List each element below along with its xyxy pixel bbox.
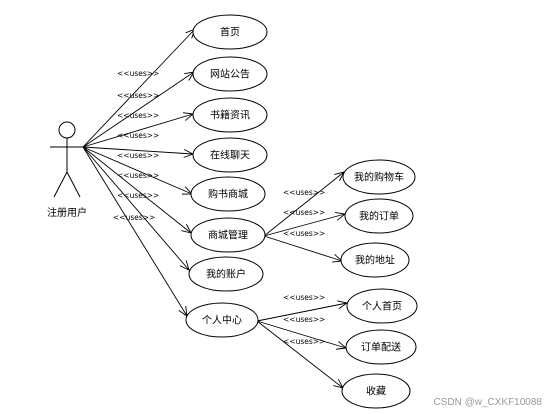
association-center-delivery [256,320,347,349]
actor-left-leg [53,171,68,198]
association-actor-books [82,113,194,148]
association-actor-center [82,146,188,317]
stereotype-label-address: <<uses>> [283,229,325,238]
association-manage-cart [263,171,345,237]
association-center-profile [256,302,348,322]
use-case-address [340,242,410,278]
stereotype-label-account: <<uses>> [117,191,159,200]
use-case-announce-label: 网站公告 [210,68,250,81]
stereotype-label-chat: <<uses>> [117,131,159,140]
association-actor-home [82,28,196,148]
actor-figure [50,121,84,198]
use-case-profile-label: 个人首页 [362,300,402,313]
association-manage-address [263,235,343,262]
use-case-profile [346,288,418,324]
use-case-cart-label: 我的购物车 [354,171,404,184]
use-case-mall [190,176,266,212]
association-actor-account [82,146,190,271]
use-case-books [192,97,268,133]
use-case-favorite [341,373,411,409]
stereotype-label-home: <<uses>> [117,69,159,78]
actor-right-leg [66,171,81,198]
use-case-orders [344,198,414,234]
watermark: CSDN @w_CXKF10088 [433,397,542,408]
association-center-favorite [256,320,344,389]
stereotype-label-manage: <<uses>> [117,171,159,180]
use-case-chat [192,137,268,173]
use-case-home-label: 首页 [220,26,240,39]
association-actor-mall [82,146,193,195]
stereotype-label-orders: <<uses>> [283,208,325,217]
stereotype-labels: <<uses>> <<uses>> <<uses>> <<uses>> <<us… [113,69,325,346]
associations [82,28,349,389]
stereotype-label-mall: <<uses>> [117,151,159,160]
actor-head [58,121,76,139]
use-case-orders-label: 我的订单 [359,210,399,223]
use-case-favorite-label: 收藏 [366,385,386,398]
use-case-address-label: 我的地址 [355,254,395,267]
use-case-account-label: 我的账户 [206,268,246,281]
stereotype-label-books: <<uses>> [117,111,159,120]
use-case-delivery-label: 订单配送 [361,341,401,354]
use-case-delivery [345,329,417,365]
stereotype-label-cart: <<uses>> [283,188,325,197]
use-case-center-label: 个人中心 [202,314,242,327]
stereotype-label-profile: <<uses>> [283,293,325,302]
use-case-manage [190,217,266,253]
association-manage-orders [263,213,346,237]
use-case-manage-label: 商城管理 [208,229,248,242]
stereotype-label-favorite: <<uses>> [283,337,325,346]
use-case-chat-label: 在线聊天 [210,149,250,162]
use-cases: 首页 网站公告 书籍资讯 在线聊天 购书商城 商城管理 我的账户 个人中心 我的… [185,14,418,409]
association-actor-announce [82,71,195,148]
use-case-cart [342,159,416,195]
stereotype-label-delivery: <<uses>> [283,315,325,324]
stereotype-label-announce: <<uses>> [117,91,159,100]
association-actor-chat [82,146,194,155]
use-case-home [192,14,268,50]
stereotype-label-center: <<uses>> [113,213,155,222]
use-case-announce [192,56,268,92]
use-case-center [185,302,259,338]
actor-label: 注册用户 [47,206,87,219]
use-case-account [188,256,264,292]
arrowhead-account [179,260,190,271]
association-actor-manage [82,146,192,234]
use-case-books-label: 书籍资讯 [210,109,250,122]
use-case-mall-label: 购书商城 [208,188,248,201]
